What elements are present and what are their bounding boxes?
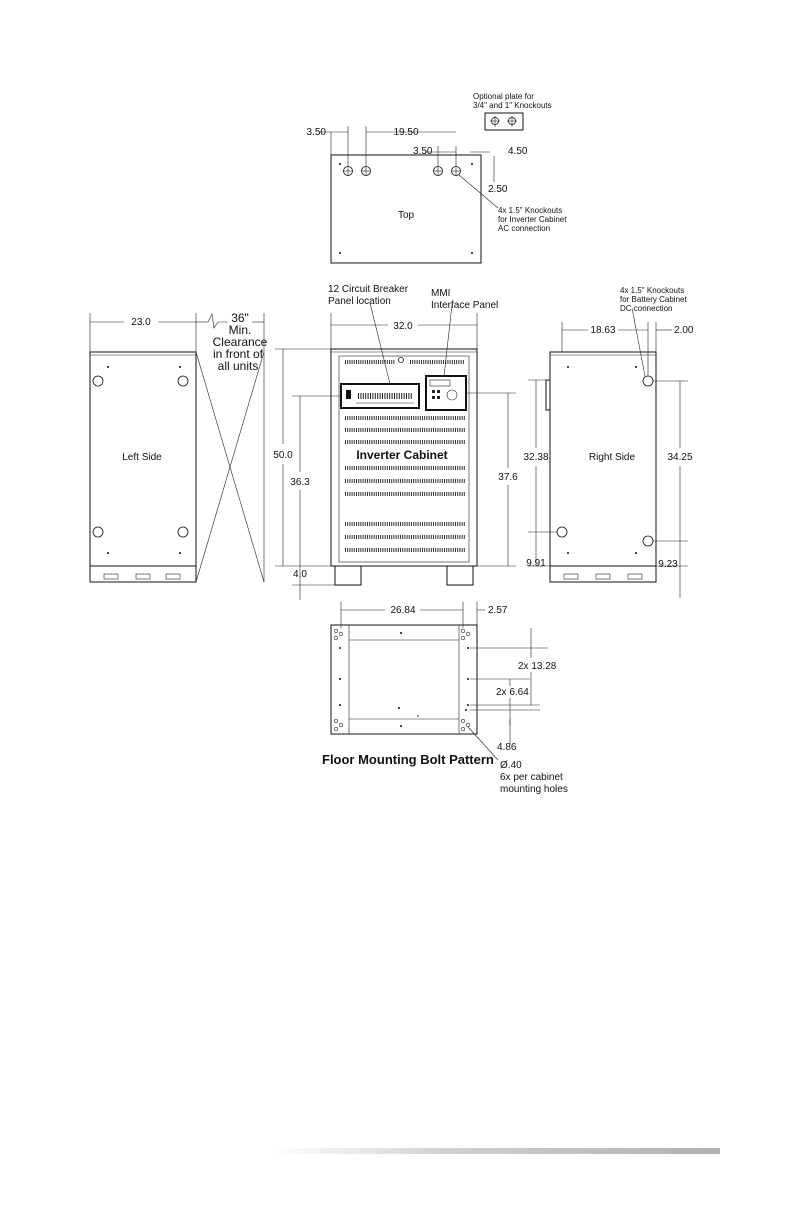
clearance-note-4: in front of bbox=[213, 347, 264, 361]
right-dim-5: 9.91 bbox=[526, 558, 546, 569]
left-side-view: Left Side 23.0 36" Min. Clearance in fro… bbox=[89, 311, 268, 583]
right-dim-1: 18.63 bbox=[590, 325, 615, 336]
mmi-note-2: Interface Panel bbox=[431, 300, 498, 311]
right-dim-4: 34.25 bbox=[667, 452, 692, 463]
breaker-height-dim: 36.3 bbox=[290, 477, 310, 488]
right-knockouts-note-2: for Battery Cabinet bbox=[620, 295, 687, 304]
floor-holes-note-1: 6x per cabinet bbox=[500, 772, 563, 783]
left-side-label: Left Side bbox=[122, 452, 162, 463]
floor-mounting-view: 26.84 2.57 2x 13.28 2x 6.64 4.86 Ø.40 6x… bbox=[322, 602, 568, 795]
top-dim-5: 2.50 bbox=[488, 184, 508, 195]
floor-holes-note-2: mounting holes bbox=[500, 784, 568, 795]
front-width-dim: 32.0 bbox=[393, 321, 413, 332]
right-side-view: Right Side 18.63 2.00 32.38 9.91 34.25 9… bbox=[523, 286, 694, 598]
clearance-note-5: all units bbox=[218, 359, 259, 373]
top-dim-1: 3.50 bbox=[307, 127, 327, 138]
clearance-note-1: 36" bbox=[231, 311, 249, 325]
top-knockouts-note-2: for Inverter Cabinet bbox=[498, 215, 567, 224]
optional-plate bbox=[484, 112, 524, 131]
breaker-note-1: 12 Circuit Breaker bbox=[328, 284, 409, 295]
floor-dim-5: 4.86 bbox=[497, 742, 517, 753]
floor-dim-3: 2x 13.28 bbox=[518, 661, 557, 672]
top-dim-3: 3.50 bbox=[413, 146, 433, 157]
right-side-outline bbox=[549, 351, 657, 567]
front-height-dim: 50.0 bbox=[273, 450, 293, 461]
clearance-note-3: Clearance bbox=[213, 335, 268, 349]
top-view-label: Top bbox=[398, 210, 415, 221]
floor-dim-1: 26.84 bbox=[390, 605, 415, 616]
right-dim-2: 2.00 bbox=[674, 325, 694, 336]
top-dim-2: 19.50 bbox=[393, 127, 418, 138]
top-dim-4: 4.50 bbox=[508, 146, 528, 157]
floor-dim-2: 2.57 bbox=[488, 605, 508, 616]
right-dim-6: 9.23 bbox=[658, 559, 678, 570]
top-view: Top 3.50 19.50 3.50 4.50 2.50 Optional p… bbox=[307, 92, 567, 264]
left-width-dim: 23.0 bbox=[131, 317, 151, 328]
footer-gradient-bar bbox=[270, 1148, 720, 1154]
right-knockouts-note-3: DC connection bbox=[620, 304, 672, 313]
breaker-note-2: Panel location bbox=[328, 296, 391, 307]
front-view: Inverter Cabinet 32.0 50.0 36.3 37.6 4.0… bbox=[273, 284, 518, 600]
floor-dim-4: 2x 6.64 bbox=[496, 687, 529, 698]
top-knockouts-note-3: AC connection bbox=[498, 224, 550, 233]
front-view-label: Inverter Cabinet bbox=[356, 448, 447, 462]
right-knockouts-note-1: 4x 1.5" Knockouts bbox=[620, 286, 684, 295]
right-side-label: Right Side bbox=[589, 452, 636, 463]
mmi-height-dim: 37.6 bbox=[498, 472, 518, 483]
mmi-note-1: MMI bbox=[431, 288, 450, 299]
optional-plate-note-2: 3/4" and 1" Knockouts bbox=[473, 101, 552, 110]
top-knockouts-note-1: 4x 1.5" Knockouts bbox=[498, 206, 562, 215]
vent-grilles bbox=[345, 360, 465, 552]
floor-outline bbox=[330, 624, 478, 735]
clearance-note-2: Min. bbox=[229, 323, 252, 337]
optional-plate-note-1: Optional plate for bbox=[473, 92, 534, 101]
right-dim-3: 32.38 bbox=[523, 452, 548, 463]
base-height-dim: 4.0 bbox=[293, 569, 307, 580]
floor-title: Floor Mounting Bolt Pattern bbox=[322, 752, 494, 767]
floor-dim-6: Ø.40 bbox=[500, 760, 522, 771]
